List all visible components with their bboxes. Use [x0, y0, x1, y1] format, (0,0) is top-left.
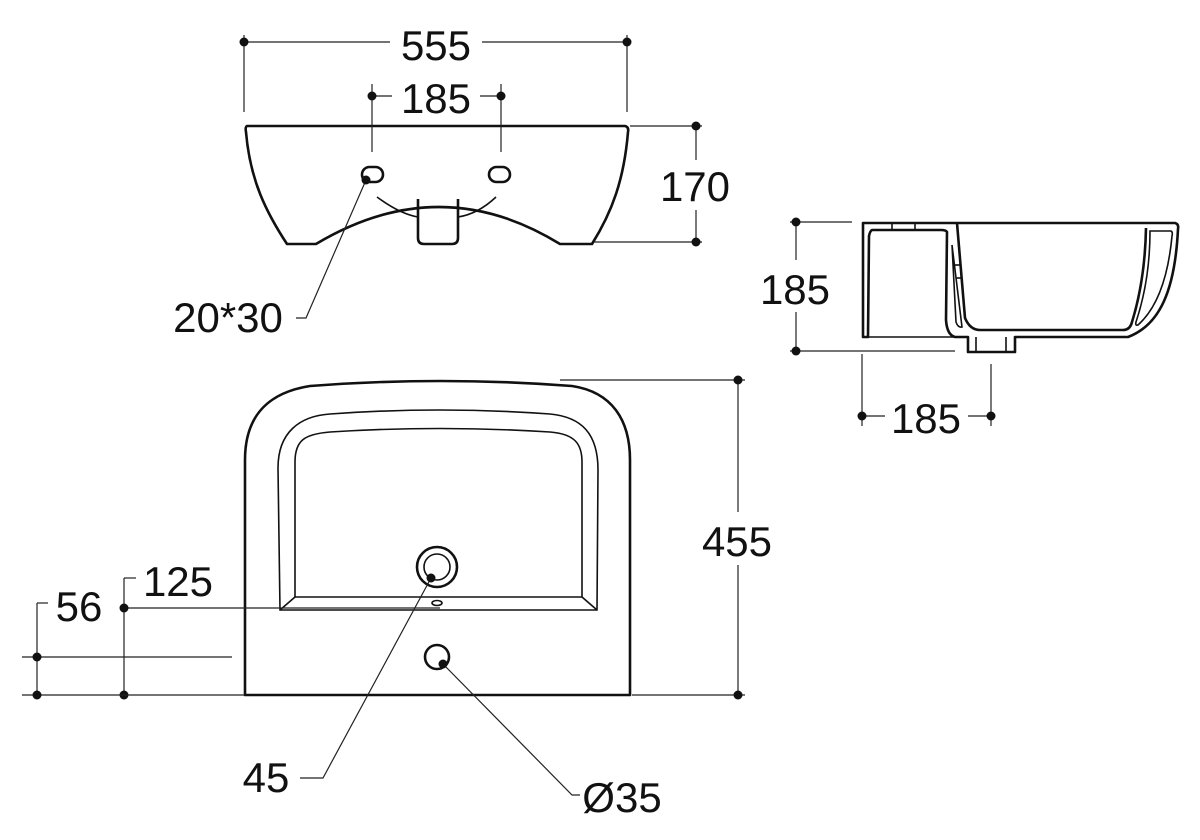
- dimension-label: 555: [401, 22, 471, 69]
- dimension-185-side-height: 185: [760, 217, 955, 356]
- dimension-label: 45: [243, 754, 290, 801]
- dimension-label: 125: [143, 558, 213, 605]
- dimension-label: 185: [760, 266, 830, 313]
- dimension-label: 170: [660, 163, 730, 210]
- leader-45: 45: [243, 573, 436, 801]
- dimension-label: 20*30: [173, 294, 283, 341]
- dimension-label: 185: [401, 75, 471, 122]
- dimension-label: Ø35: [582, 774, 661, 821]
- dimension-125: 125: [119, 558, 440, 700]
- overflow-hole: [431, 599, 443, 607]
- dimension-label: 185: [891, 395, 961, 442]
- dimension-185-side-depth: 185: [857, 354, 996, 442]
- drain-hole: [415, 545, 459, 589]
- drain-outlet: [416, 199, 460, 246]
- dimension-label: 56: [56, 583, 103, 630]
- dimension-label: 455: [702, 518, 772, 565]
- leader-35: Ø35: [438, 659, 662, 821]
- front-view: [244, 124, 630, 246]
- leader-20x30: 20*30: [173, 175, 371, 341]
- plan-view: [243, 379, 632, 697]
- tap-hole: [423, 643, 451, 671]
- side-view: [861, 221, 1180, 354]
- dimension-555: 555: [239, 22, 632, 112]
- fixing-hole-left: [360, 165, 385, 184]
- fixing-hole-right: [487, 165, 512, 184]
- dimension-185-tap: 185: [367, 75, 506, 152]
- dimension-455: 455: [560, 375, 772, 700]
- dimension-56: 56: [22, 583, 245, 700]
- dimension-170: 170: [594, 121, 730, 247]
